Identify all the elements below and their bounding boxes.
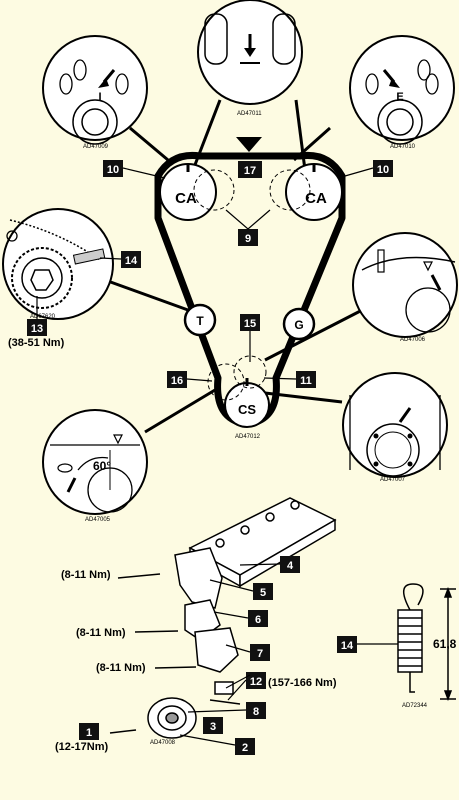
timing-mark-label-exhaust: E [396,91,403,103]
callout-number: 15 [244,318,256,330]
callout-number: 10 [107,164,119,176]
callout-number: 7 [257,648,263,660]
pulley-label-cam-right: CA [305,190,327,207]
crankshaft-pulley-part [147,697,197,739]
callout-number: 3 [210,721,216,733]
tensioner-spring [397,583,456,702]
callout-box-14: 8 [246,702,266,719]
callout-box-1: 17 [238,161,262,178]
fastener-bolts [109,573,241,734]
lower-timing-cover [194,627,239,673]
crankshaft-pulley [224,378,270,428]
callout-number: 11 [300,375,312,387]
figure-code: AD47008 [150,740,176,746]
callout-number: 1 [86,727,92,739]
callout-box-18: 14 [337,636,357,653]
pulley-label-idler: G [294,318,303,332]
callout-box-3: 9 [238,229,258,246]
callout-number: 13 [31,323,43,335]
callout-number: 16 [171,375,183,387]
figure-code: AD47012 [235,434,261,440]
figure-code: AD47010 [390,144,416,150]
callout-box-6: 15 [240,314,260,331]
top-dead-centre-marker [236,137,262,152]
figure-code: AD72344 [402,703,428,709]
callout-box-8: 11 [296,371,316,388]
timing-mark-highlight-right [269,169,311,211]
callout-box-17: 2 [235,738,255,755]
leader-lines [104,99,373,434]
camshaft-pulley-exhaust [285,163,343,221]
callout-box-12: 7 [250,644,270,661]
detail-view-exhaust-cam [349,35,455,145]
callout-number: 10 [377,164,389,176]
detail-view-cam-alignment [197,0,303,105]
callout-number: 8 [253,706,259,718]
callout-number: 5 [260,587,266,599]
tensioner-pulley [183,303,217,337]
figure-code: AD47007 [380,477,406,483]
detail-view-idler-mark [352,232,458,338]
torque-spec-pulley-bolt: (12-17Nm) [55,741,109,753]
crankshaft-sprocket [214,681,234,695]
callout-box-10: 5 [253,583,273,600]
callout-number: 6 [255,614,261,626]
upper-timing-cover [174,547,223,609]
pulley-label-crank: CS [238,402,256,417]
callout-number: 2 [242,742,248,754]
callout-box-15: 3 [203,717,223,734]
callout-number: 17 [244,165,256,177]
callout-box-16: 1 [79,723,99,740]
torque-spec-tensioner: (38-51 Nm) [8,337,65,349]
angle-label: 60° [93,459,111,473]
torque-spec-cover-middle: (8-11 Nm) [76,627,126,639]
figure-code: AD67620 [30,314,56,320]
callout-box-9: 4 [280,556,300,573]
detail-view-tensioner [2,208,114,320]
detail-view-crank-angle [42,409,148,515]
crank-mark-highlight-right [233,355,267,389]
torque-spec-cover-lower: (8-11 Nm) [96,662,146,674]
spring-length-label: 61,8 [433,637,457,651]
callout-connectors [36,167,398,746]
timing-mark-highlight-left [193,169,235,211]
callout-number: 12 [250,676,262,688]
callout-number: 14 [125,255,138,267]
callout-box-2: 10 [373,160,393,177]
figure-code: AD47011 [237,111,262,117]
callout-number: 9 [245,233,251,245]
idler-pulley [282,307,316,341]
crank-mark-highlight-left [207,363,245,401]
callout-box-4: 14 [121,251,141,268]
pulley-label-cam-left: CA [175,190,197,207]
callout-box-11: 6 [248,610,268,627]
torque-spec-cover-upper: (8-11 Nm) [61,569,111,581]
figure-code: AD47009 [83,144,109,150]
torque-spec-crank-bolt: (157-166 Nm) [268,677,337,689]
figure-code: AD47005 [85,517,111,523]
callout-box-7: 16 [167,371,187,388]
detail-view-intake-cam [42,35,148,145]
timing-mark-label-intake: I [98,91,101,103]
pulley-label-tensioner: T [196,314,204,328]
callout-box-13: 12 [246,672,266,689]
callout-number: 14 [341,640,354,652]
callout-box-5: 13 [27,319,47,336]
detail-view-crank-mark [342,372,448,478]
figure-code: AD47006 [400,337,426,343]
callout-box-0: 10 [103,160,123,177]
callout-boxes: 10 17 10 9 14 13 15 16 [27,160,393,755]
callout-number: 4 [287,560,294,572]
figure-codes: AD47011 AD47009 AD47010 AD67620 AD47006 … [30,111,428,746]
